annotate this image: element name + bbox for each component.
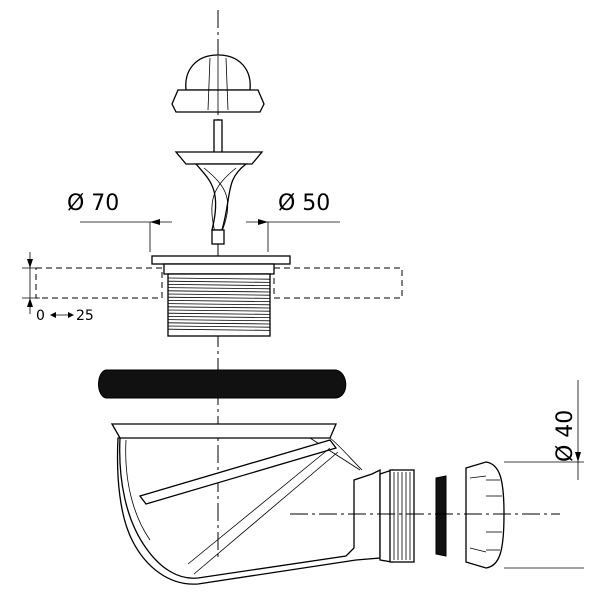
thread-line bbox=[167, 316, 271, 318]
thread-line bbox=[167, 300, 271, 302]
dimension-label-d40: Ø 40 bbox=[553, 410, 578, 462]
thickness-max-label: 25 bbox=[76, 308, 94, 324]
thread-line bbox=[167, 287, 271, 290]
thread-line bbox=[167, 290, 271, 293]
threaded-flange bbox=[151, 255, 291, 337]
thread-line bbox=[167, 303, 271, 306]
rubber-gasket bbox=[98, 369, 347, 399]
dimension-label-d50: Ø 50 bbox=[278, 191, 330, 216]
shower-tray-outline bbox=[35, 267, 403, 299]
knob-cap bbox=[171, 54, 265, 113]
thread-line bbox=[167, 328, 271, 331]
outlet-nut bbox=[465, 461, 505, 569]
thread-line bbox=[167, 284, 271, 286]
dimension-d70: Ø 70 bbox=[67, 191, 172, 252]
thread-line bbox=[167, 296, 271, 299]
dimension-label-d70: Ø 70 bbox=[67, 191, 119, 216]
thread-line bbox=[167, 322, 271, 325]
trap-body bbox=[110, 423, 393, 585]
thread-line bbox=[167, 277, 271, 280]
thread-line bbox=[167, 306, 271, 309]
thread-line bbox=[167, 293, 271, 296]
thread-line bbox=[167, 319, 271, 322]
thread-line bbox=[167, 312, 271, 315]
dimension-d50: Ø 50 bbox=[246, 191, 340, 252]
dimension-d40: Ø 40 bbox=[504, 380, 584, 569]
dimension-thickness: 0 25 bbox=[22, 252, 94, 324]
thread-line bbox=[167, 280, 271, 283]
thickness-min-label: 0 bbox=[36, 308, 45, 324]
thread-line bbox=[167, 325, 271, 328]
thread-line bbox=[167, 309, 271, 312]
outlet-washer bbox=[435, 475, 447, 557]
outlet-threaded-ring bbox=[389, 469, 415, 563]
popup-stem bbox=[174, 119, 264, 245]
